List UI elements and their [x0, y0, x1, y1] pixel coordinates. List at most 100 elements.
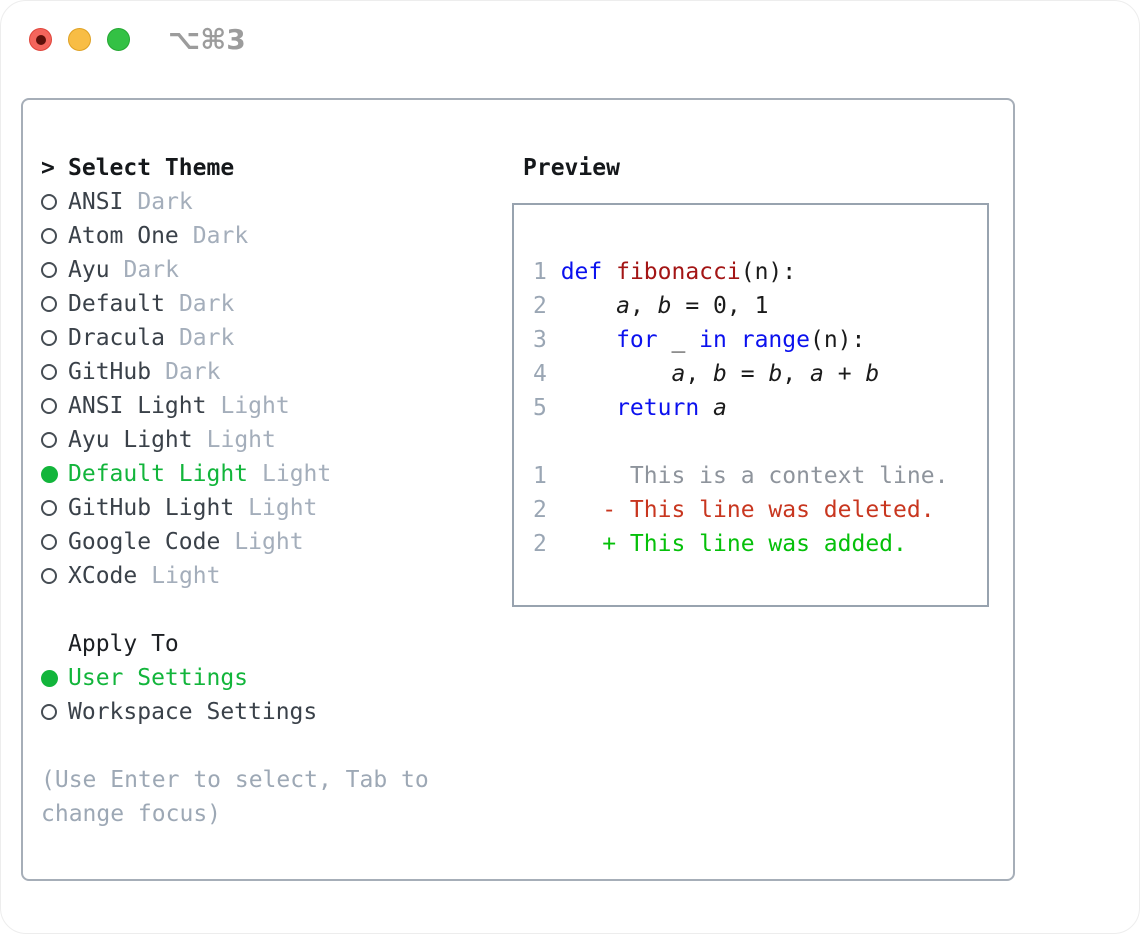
code-token: ,	[629, 293, 658, 319]
code-token: (n):	[740, 259, 797, 285]
preview-title: Preview	[523, 155, 620, 181]
code-token: b	[865, 361, 880, 387]
theme-tag: Light	[151, 563, 221, 589]
code-token: =	[726, 361, 769, 387]
theme-label: Dracula	[68, 325, 165, 351]
theme-tag: Dark	[192, 223, 249, 249]
diff-deleted-text: - This line was deleted.	[602, 497, 935, 523]
theme-label: Atom One	[68, 223, 179, 249]
zoom-button[interactable]	[107, 28, 130, 51]
code-token: +	[823, 361, 866, 387]
line-number: 2	[533, 497, 547, 523]
code-token	[561, 293, 616, 319]
code-line: 4 a, b = b, a + b	[533, 357, 987, 391]
code-token: def	[560, 259, 603, 285]
theme-item-github-dark[interactable]: GitHub Dark	[41, 355, 491, 389]
theme-tag: Light	[206, 427, 276, 453]
theme-item-xcode[interactable]: XCode Light	[41, 559, 491, 593]
theme-item-ayu-light[interactable]: Ayu Light Light	[41, 423, 491, 457]
code-token: b	[657, 293, 672, 319]
code-token: b	[713, 361, 727, 387]
theme-label: Ayu	[68, 257, 110, 283]
theme-label: GitHub Light	[68, 495, 235, 521]
apply-to-header: Apply To	[41, 627, 491, 661]
line-number: 3	[533, 327, 547, 353]
theme-tag: Light	[262, 461, 332, 487]
theme-label: ANSI	[68, 189, 124, 215]
theme-item-atom-one-dark[interactable]: Atom One Dark	[41, 219, 491, 253]
theme-tag: Dark	[137, 189, 193, 215]
diff-context-text: This is a context line.	[602, 463, 949, 489]
code-token: in	[699, 327, 727, 353]
code-token: a	[616, 293, 630, 319]
radio-unselected-icon	[41, 704, 68, 720]
theme-tag: Dark	[123, 257, 179, 283]
theme-item-default-dark[interactable]: Default Dark	[41, 287, 491, 321]
code-token	[561, 361, 672, 387]
keyboard-hint: (Use Enter to select, Tab to change focu…	[41, 767, 443, 827]
theme-label: Ayu Light	[68, 427, 193, 453]
radio-unselected-icon	[41, 534, 68, 550]
radio-unselected-icon	[41, 432, 68, 448]
theme-tag: Dark	[178, 291, 235, 317]
theme-selector: > Select Theme ANSI Dark Atom One Dark A…	[41, 151, 491, 831]
theme-tag: Light	[248, 495, 318, 521]
theme-label: GitHub	[68, 359, 152, 385]
radio-unselected-icon	[41, 500, 68, 516]
theme-tag: Dark	[165, 359, 221, 385]
radio-selected-icon	[41, 669, 68, 687]
apply-to-title: Apply To	[68, 631, 179, 657]
code-line: 2 a, b = 0, 1	[533, 289, 987, 323]
radio-unselected-icon	[41, 330, 68, 346]
theme-item-github-light[interactable]: GitHub Light Light	[41, 491, 491, 525]
radio-unselected-icon	[41, 228, 68, 244]
theme-label: ANSI Light	[68, 393, 207, 419]
code-token	[602, 259, 616, 285]
minimize-button[interactable]	[68, 28, 91, 51]
radio-unselected-icon	[41, 568, 68, 584]
radio-unselected-icon	[41, 364, 68, 380]
line-number: 2	[533, 293, 547, 319]
theme-tag: Dark	[178, 325, 235, 351]
line-number: 1	[533, 259, 547, 285]
code-token: fibonacci	[616, 259, 741, 285]
theme-item-default-light[interactable]: Default Light Light	[41, 457, 491, 491]
close-dot-icon	[35, 34, 46, 45]
apply-option-user-settings[interactable]: User Settings	[41, 661, 491, 695]
theme-item-google-code[interactable]: Google Code Light	[41, 525, 491, 559]
code-token: b	[768, 361, 783, 387]
theme-item-ansi-dark[interactable]: ANSI Dark	[41, 185, 491, 219]
code-line: 1 def fibonacci(n):	[533, 255, 987, 289]
theme-item-dracula-dark[interactable]: Dracula Dark	[41, 321, 491, 355]
theme-label: Default Light	[68, 461, 249, 487]
theme-list-title: Select Theme	[68, 155, 235, 181]
code-token: for	[616, 327, 658, 353]
line-number: 4	[533, 361, 547, 387]
radio-unselected-icon	[41, 296, 68, 312]
code-token: range	[740, 327, 810, 353]
code-token: ,	[782, 361, 810, 387]
diff-context-line: 1 This is a context line.	[533, 459, 987, 493]
close-button[interactable]	[29, 28, 52, 51]
theme-tag: Light	[220, 393, 290, 419]
code-token: a	[713, 395, 727, 421]
apply-option-workspace-settings[interactable]: Workspace Settings	[41, 695, 491, 729]
code-line: 3 for _ in range(n):	[533, 323, 987, 357]
code-token	[699, 395, 713, 421]
theme-item-ayu-dark[interactable]: Ayu Dark	[41, 253, 491, 287]
code-token: (n):	[809, 327, 866, 353]
caret-icon: >	[41, 155, 55, 181]
code-token: a	[810, 361, 824, 387]
diff-pad	[561, 463, 603, 489]
diff-pad	[561, 497, 603, 523]
code-token	[727, 327, 741, 353]
radio-unselected-icon	[41, 398, 68, 414]
radio-unselected-icon	[41, 262, 68, 278]
radio-unselected-icon	[41, 194, 68, 210]
window-title: ⌥⌘3	[168, 23, 246, 56]
theme-item-ansi-light[interactable]: ANSI Light Light	[41, 389, 491, 423]
code-token: _	[657, 327, 700, 353]
code-token: = 0, 1	[671, 293, 769, 319]
